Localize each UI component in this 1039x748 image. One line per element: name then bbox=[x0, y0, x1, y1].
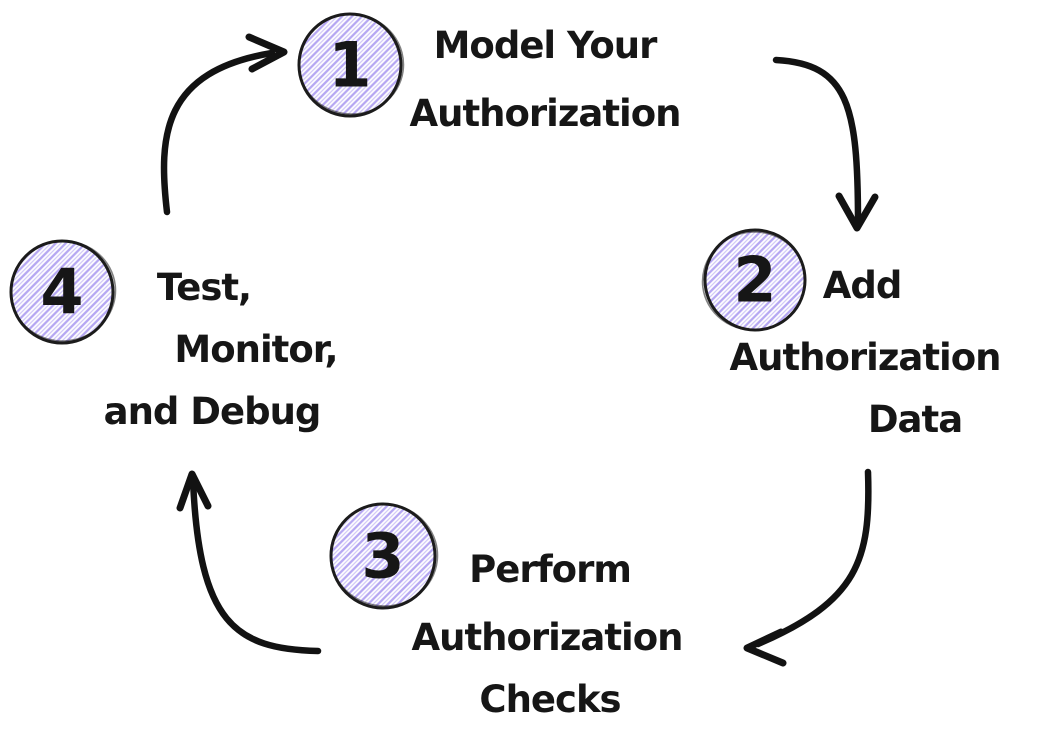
step-1-number: 1 bbox=[328, 29, 371, 102]
step-2-label-line-1: Add bbox=[822, 264, 903, 307]
step-1-circle: 1 bbox=[297, 12, 405, 118]
step-3-label-line-2: Authorization bbox=[411, 616, 684, 659]
step-4-label-line-3: and Debug bbox=[103, 390, 322, 433]
step-2-label-line-3: Data bbox=[867, 398, 963, 441]
arrow-step2-to-step3-icon bbox=[743, 468, 872, 667]
step-4-label-line-1: Test, bbox=[156, 266, 252, 309]
arrow-step4-to-step1-icon bbox=[160, 33, 288, 216]
step-4-circle: 4 bbox=[9, 239, 117, 345]
step-1-label-line-1: Model Your bbox=[433, 24, 658, 67]
step-2-number: 2 bbox=[733, 244, 776, 317]
step-3-circle: 3 bbox=[329, 502, 439, 610]
arrow-step3-to-step4-icon bbox=[176, 470, 322, 655]
step-4-label-line-2: Monitor, bbox=[174, 328, 338, 371]
step-3-label-line-3: Checks bbox=[479, 678, 621, 721]
arrow-step1-to-step2-icon bbox=[772, 56, 879, 232]
step-4-number: 4 bbox=[40, 256, 83, 329]
step-2-label-line-2: Authorization bbox=[729, 336, 1002, 379]
step-3-label-line-1: Perform bbox=[469, 548, 632, 591]
step-2-circle: 2 bbox=[701, 228, 807, 332]
step-3-number: 3 bbox=[361, 520, 404, 593]
step-1-label-line-2: Authorization bbox=[409, 92, 682, 135]
